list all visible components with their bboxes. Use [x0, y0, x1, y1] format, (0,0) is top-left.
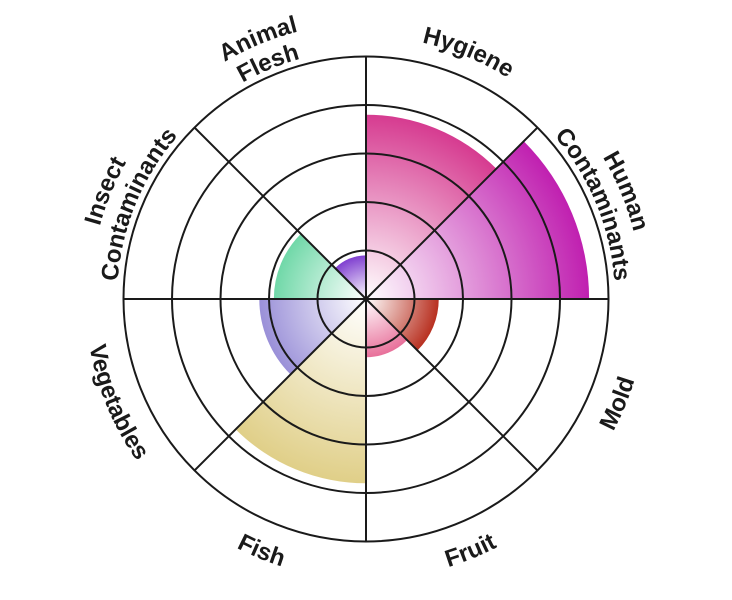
sector-hygiene [366, 114, 497, 299]
grid-spoke [365, 126, 539, 300]
sector-vegetables [259, 299, 366, 375]
label-hygiene: Hygiene [420, 22, 518, 83]
label-vegetables: Vegetables [84, 342, 155, 465]
sector-animal-flesh [335, 255, 366, 299]
grid-spoke [193, 298, 367, 472]
label-mold: Mold [594, 373, 640, 434]
sector-fish [235, 299, 366, 484]
sector-insect-contaminants [273, 233, 366, 299]
sectors-layer [235, 114, 590, 484]
label-fish: Fish [234, 529, 289, 572]
label-fruit: Fruit [442, 528, 501, 573]
sector-fruit [366, 299, 408, 358]
grid-spoke [193, 126, 367, 300]
sector-mold [366, 299, 439, 351]
grid-layer [122, 55, 610, 543]
sector-human-contaminants [366, 141, 590, 299]
grid-spoke [365, 298, 539, 472]
